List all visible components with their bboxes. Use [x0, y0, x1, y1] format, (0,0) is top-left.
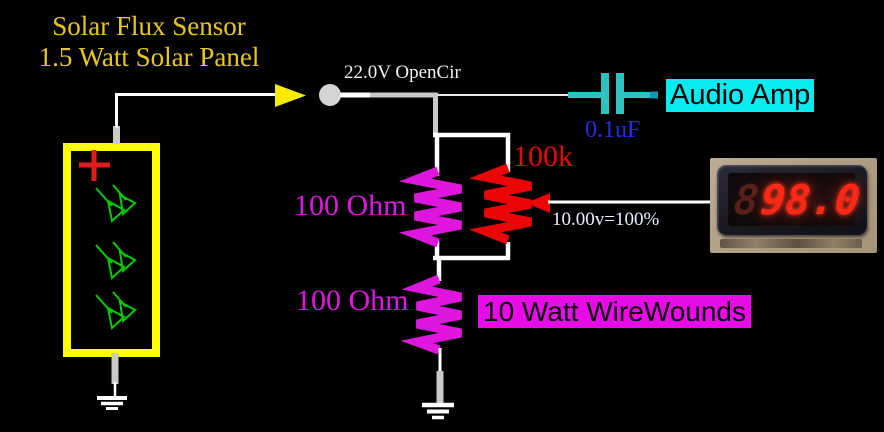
meter-bezel: 8 98.0 — [717, 165, 867, 235]
audio-amp-label: Audio Amp — [666, 79, 815, 112]
solar-panel-symbol — [63, 143, 160, 357]
plus-terminal-icon — [79, 150, 110, 181]
wire — [340, 92, 570, 134]
wire — [111, 353, 119, 397]
meter-scale-label: 10.00v=100% — [552, 209, 660, 230]
open-circuit-voltage-label: 22.0V OpenCir — [344, 62, 461, 83]
resistor-zigzag-parallel — [398, 166, 462, 248]
ground-symbol — [97, 396, 127, 410]
title-line-1: Solar Flux Sensor — [52, 11, 246, 41]
digital-panel-meter: 8 98.0 — [710, 158, 877, 253]
wire — [436, 348, 444, 404]
ground-symbol — [422, 402, 454, 420]
wirewound-note-label: 10 Watt WireWounds — [478, 295, 751, 328]
schematic-title: Solar Flux Sensor 1.5 Watt Solar Panel — [6, 11, 292, 73]
meter-ghost-digit: 8 — [731, 175, 761, 224]
diode-arrow-icon — [275, 84, 306, 107]
meter-display: 8 98.0 — [728, 173, 862, 226]
potentiometer-wiper-arrow-icon — [526, 193, 550, 213]
resistor-zigzag-series — [400, 274, 462, 355]
junction-node — [319, 84, 341, 106]
series-resistor-value-label: 100 Ohm — [296, 284, 409, 317]
capacitor-symbol — [568, 73, 658, 114]
capacitor-value-label: 0.1uF — [585, 117, 641, 143]
meter-panel-markings — [720, 239, 862, 248]
parallel-resistor-value-label: 100 Ohm — [294, 189, 407, 222]
title-line-2: 1.5 Watt Solar Panel — [38, 42, 260, 72]
potentiometer-zigzag — [468, 163, 532, 245]
meter-reading: 98.0 — [758, 175, 862, 224]
wire — [113, 93, 277, 144]
potentiometer-value-label: 100k — [513, 140, 573, 173]
